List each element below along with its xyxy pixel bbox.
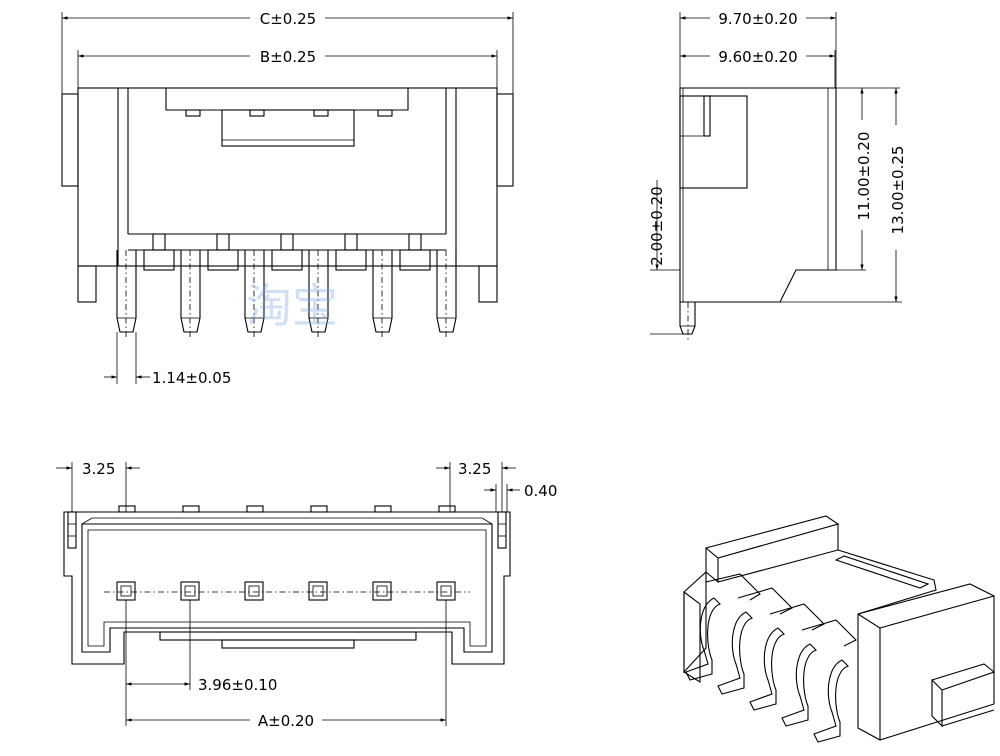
dim-pitch-label: 3.96±0.10	[198, 676, 277, 694]
dim-970: 9.70±0.20	[680, 10, 836, 28]
dim-200-label: 2.00±0.20	[648, 186, 666, 265]
dim-325-right: 3.25	[436, 460, 516, 512]
dim-b: B±0.25	[78, 48, 497, 66]
watermark-text: 淘宝	[246, 279, 338, 333]
dim-a: A±0.20	[126, 600, 447, 730]
dim-pitch: 3.96±0.10	[125, 600, 277, 726]
front-view: C±0.25 B±0.25	[61, 10, 514, 387]
dim-960-label: 9.60±0.20	[718, 48, 797, 66]
dim-b-label: B±0.25	[260, 48, 316, 66]
dim-c: C±0.25	[61, 10, 513, 28]
top-pins	[116, 581, 456, 601]
isometric-view	[683, 515, 996, 743]
dim-200: 2.00±0.20	[648, 180, 666, 270]
dim-970-label: 9.70±0.20	[718, 10, 797, 28]
dim-1300: 13.00±0.25	[889, 88, 907, 302]
dim-040-label: 0.40	[524, 482, 557, 500]
dim-c-label: C±0.25	[260, 10, 316, 28]
dim-1300-label: 13.00±0.25	[889, 146, 907, 235]
top-view: 3.25 3.25 0.40	[56, 460, 557, 730]
front-pins	[116, 233, 457, 340]
dim-325-left: 3.25	[56, 460, 140, 512]
dim-325-left-label: 3.25	[82, 460, 115, 478]
side-view: 9.70±0.20 9.60±0.20 11.00±0.20	[648, 10, 907, 340]
dim-1100: 11.00±0.20	[855, 88, 873, 270]
dim-a-label: A±0.20	[258, 712, 314, 730]
dim-pin-width: 1.14±0.05	[104, 332, 231, 387]
dim-pin-width-label: 1.14±0.05	[152, 369, 231, 387]
iso-leads	[685, 597, 849, 743]
dim-325-right-label: 3.25	[458, 460, 491, 478]
dim-1100-label: 11.00±0.20	[855, 132, 873, 221]
dim-040: 0.40	[484, 482, 557, 512]
dim-960: 9.60±0.20	[680, 48, 835, 66]
